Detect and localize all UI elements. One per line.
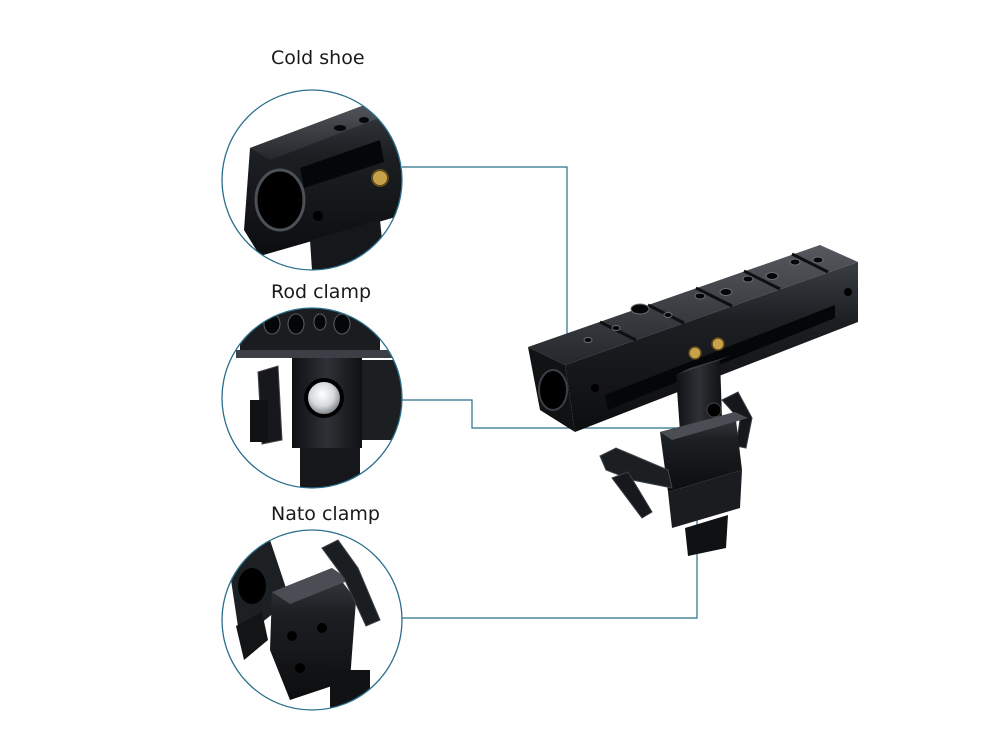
label-rod-clamp: Rod clamp bbox=[271, 281, 372, 303]
label-nato-clamp: Nato clamp bbox=[271, 503, 380, 525]
label-cold-shoe: Cold shoe bbox=[271, 47, 365, 69]
callout-line-nato-clamp bbox=[402, 490, 698, 619]
callout-line-rod-clamp bbox=[402, 399, 722, 429]
detail-circle-rod-clamp bbox=[221, 307, 403, 489]
detail-circle-nato-clamp bbox=[221, 529, 403, 711]
top-handle-product bbox=[528, 245, 858, 556]
callout-line-cold-shoe bbox=[402, 166, 568, 348]
detail-circle-cold-shoe bbox=[221, 89, 403, 271]
